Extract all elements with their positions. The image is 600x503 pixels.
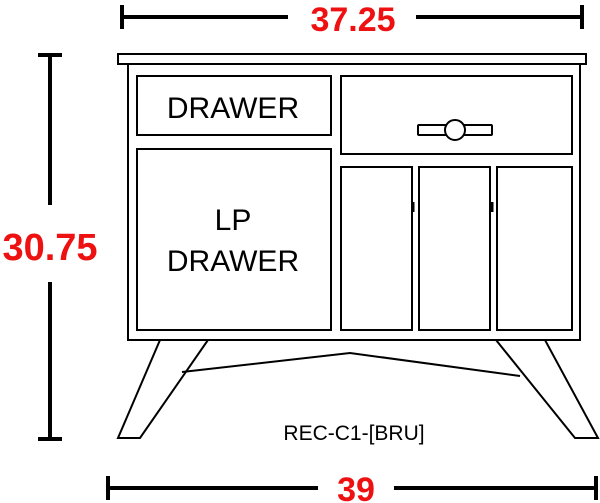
door-middle <box>418 166 491 331</box>
left-drawer <box>136 75 332 136</box>
leg-left <box>116 339 210 439</box>
cabinet-body <box>127 63 581 341</box>
lp-drawer-label-line1: LP <box>215 204 252 237</box>
door-left <box>340 166 413 331</box>
model-code: REC-C1-[BRU] <box>283 422 424 445</box>
bottom-width-dimension <box>106 476 598 500</box>
cabinet-top <box>117 53 587 65</box>
height-label: 30.75 <box>2 227 97 269</box>
cabinet <box>116 53 600 439</box>
door-right <box>496 166 573 331</box>
lp-drawer-label-line2: DRAWER <box>167 245 299 278</box>
top-width-dimension <box>120 5 584 29</box>
lp-drawer <box>136 148 332 331</box>
right-drawer <box>340 75 573 155</box>
apron-line <box>181 351 521 377</box>
drawer-pull-icon <box>417 119 493 141</box>
top-width-label: 37.25 <box>310 1 395 39</box>
leg-right <box>493 339 600 439</box>
bottom-width-label: 39 <box>337 471 375 503</box>
drawer-label: DRAWER <box>167 92 299 125</box>
height-dimension <box>38 53 62 441</box>
